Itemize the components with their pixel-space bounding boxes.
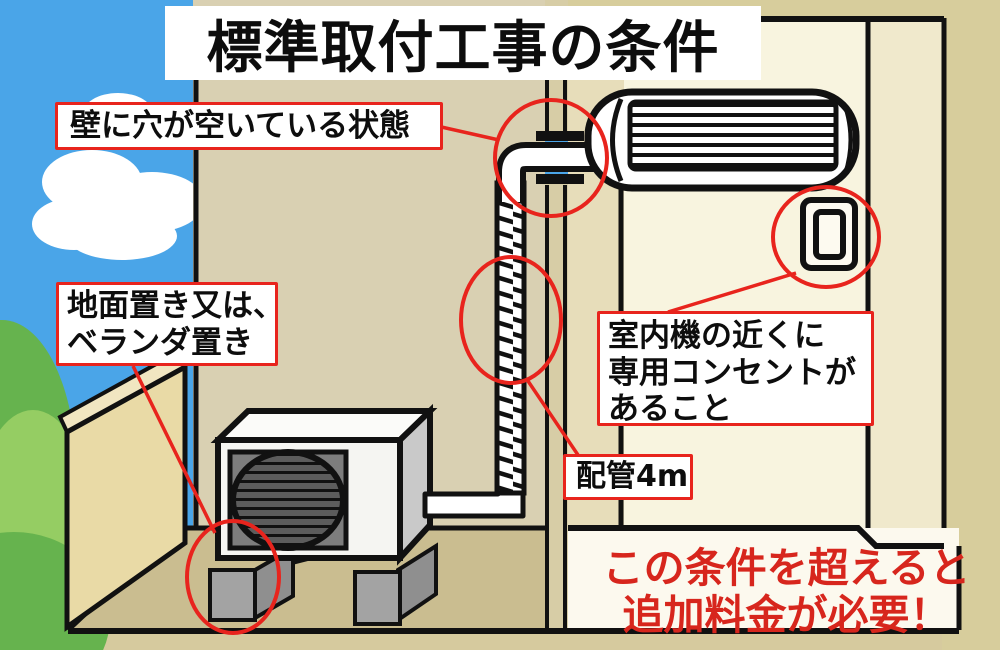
callout-piping-text: 配管4m: [576, 459, 689, 495]
callout-outlet-line1: 室内機の近くに: [608, 318, 825, 354]
highlight-circle-foot: [185, 519, 281, 635]
outdoor-unit-top: [210, 408, 438, 443]
page-title: 標準取付工事の条件: [165, 6, 761, 81]
callout-placement: 地面置き又は、 ベランダ置き: [56, 282, 284, 366]
callout-wall-hole-text: 壁に穴が空いている状態: [70, 107, 411, 144]
indoor-unit-left-cap: [610, 98, 624, 182]
outdoor-unit-foot-left: [208, 568, 257, 622]
wrapped-pipe: [494, 180, 527, 496]
wall-hole-bottom-cap: [536, 174, 584, 184]
outdoor-unit-foot-right: [353, 570, 402, 626]
leader-line-wall-hole: [436, 124, 500, 142]
wall-hole-top-cap: [536, 131, 584, 141]
callout-outlet: 室内機の近くに 専用コンセントが あること: [597, 311, 874, 428]
callout-placement-line2: ベランダ置き: [67, 324, 253, 361]
warning-line1: この条件を超えると: [602, 544, 971, 592]
callout-placement-line1: 地面置き又は、: [67, 288, 284, 324]
callout-wall-hole: 壁に穴が空いている状態: [55, 102, 443, 150]
warning-text: この条件を超えると 追加料金が必要！: [573, 544, 1000, 640]
wall-bottom-edge: [568, 525, 944, 549]
highlight-circle-outlet: [771, 185, 881, 289]
indoor-unit-right-cap: [843, 105, 853, 175]
indoor-unit-louvers: [627, 99, 839, 172]
callout-piping: 配管4m: [563, 454, 693, 500]
warning-line2: 追加料金が必要！: [622, 591, 951, 640]
power-outlet: [800, 197, 858, 271]
leader-line-placement: [131, 365, 217, 534]
outdoor-unit: [208, 403, 438, 626]
callout-outlet-line3: あること: [608, 391, 732, 428]
cloud-large: [32, 150, 204, 260]
top-pipe: [496, 142, 597, 202]
leader-line-outlet: [667, 271, 797, 314]
highlight-circle-wall-hole: [493, 98, 609, 218]
fan-grille-fins: [233, 452, 343, 548]
callout-outlet-line2: 専用コンセントが: [608, 354, 856, 391]
highlight-circle-piping: [459, 255, 563, 385]
leader-line-piping: [526, 380, 580, 456]
indoor-unit: [584, 88, 860, 192]
wall-cross-section: [545, 0, 568, 631]
interior-wall-side: [866, 18, 942, 546]
